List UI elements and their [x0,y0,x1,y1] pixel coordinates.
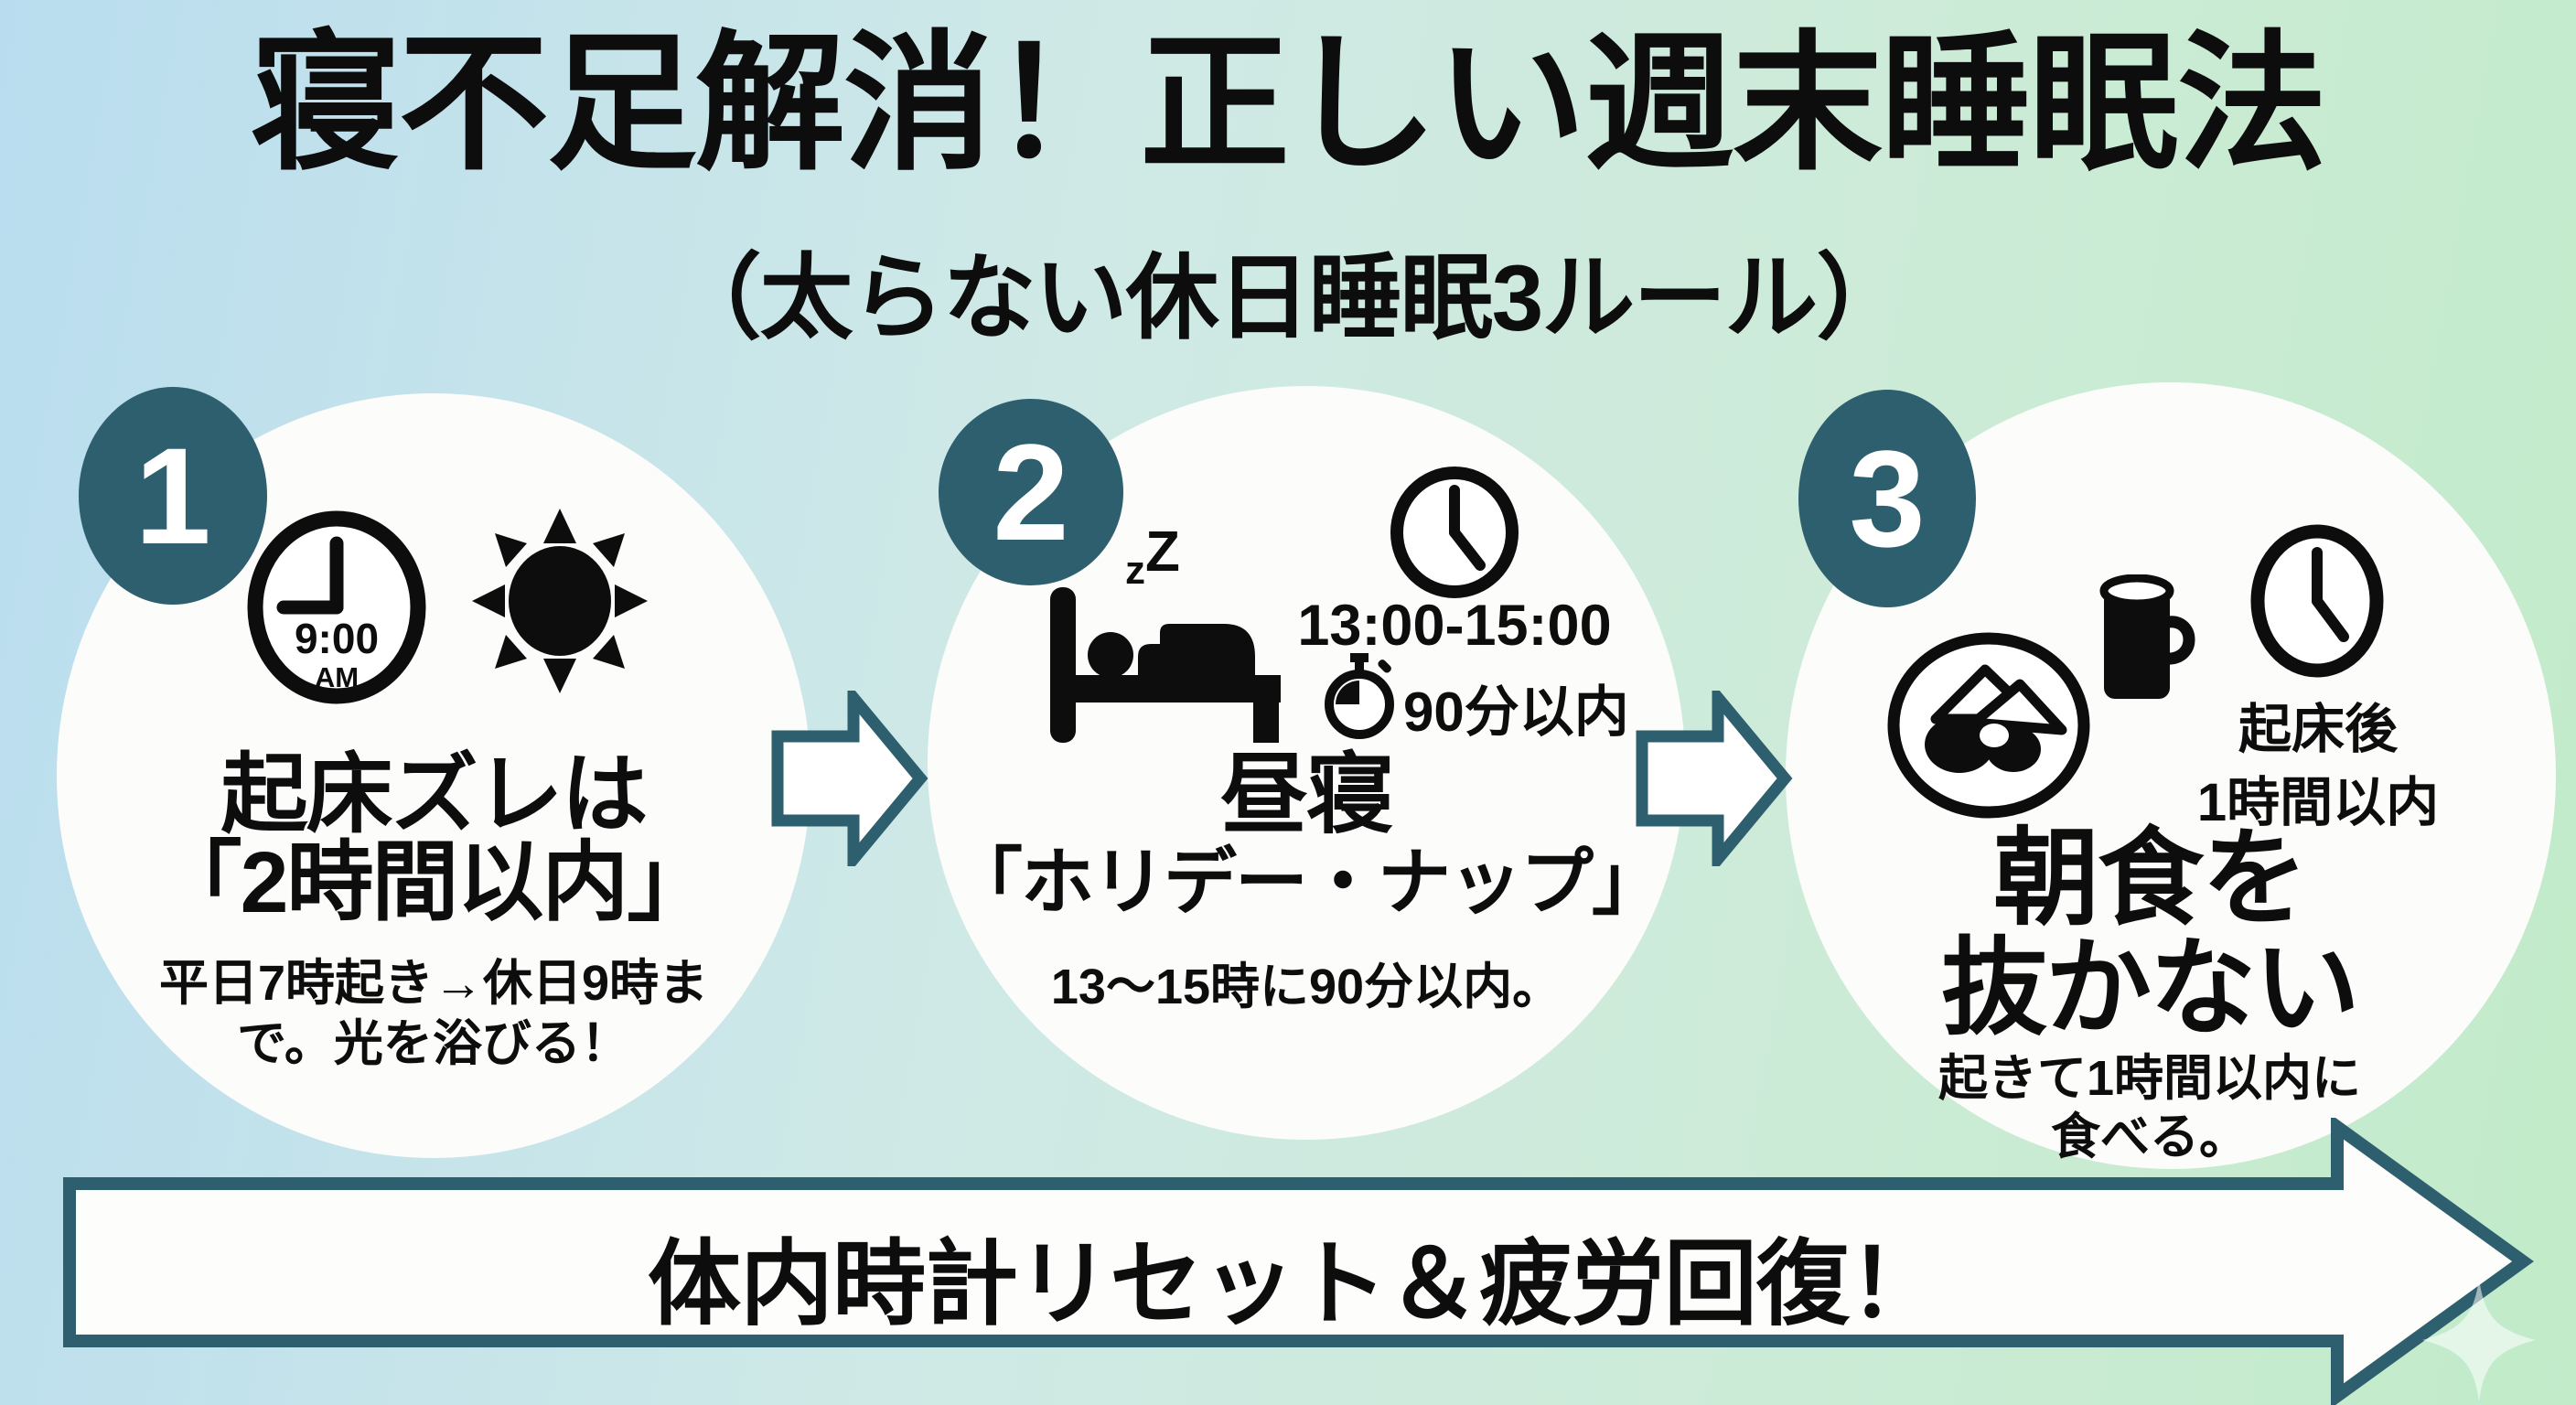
step2-heading-line1: 昼寝 [1220,746,1394,844]
step2-number: 2 [993,414,1069,569]
mug-icon [2099,574,2195,699]
step3-number: 3 [1849,421,1926,575]
step3-number-badge: 3 [1798,390,1976,607]
step1-number-badge: 1 [79,387,267,605]
sparkle-icon [2422,1279,2536,1401]
step1-note-line1: 平日7時起き→休日9時ま [158,956,709,1011]
zzz-large: Z [1145,520,1180,584]
footer-banner-arrow [63,1118,2534,1405]
step3-clock-caption-line1: 起床後 [2238,700,2398,759]
step3-heading-line2: 抜かない [1941,928,2360,1047]
step2-heading-line2: 「ホリデー・ナップ」 [950,842,1665,923]
step1-heading-line2: 「2時間以内」 [155,834,714,931]
step3-note-line1: 起きて1時間以内に [1937,1051,2362,1106]
clock-icon [2250,524,2384,678]
clock-ampm-label: AM [315,661,359,693]
step3-heading-line1: 朝食を [1993,819,2308,938]
step3-clock-caption-line2: 1時間以内 [2196,773,2440,832]
step2-number-badge: 2 [939,399,1123,585]
step1-number: 1 [134,418,211,573]
zzz-small: z [1125,548,1145,593]
page-title: 寝不足解消！正しい週末睡眠法 [250,20,2327,188]
step1-note-line2: で。光を浴びる！ [237,1016,630,1071]
zzz-sleep-text: zZ [1125,520,1235,593]
nap-time-range: 13:00-15:00 [1297,594,1612,658]
sun-icon [472,509,648,693]
clock-icon [1390,467,1519,598]
clock-time-label: 9:00 [295,615,379,662]
clock-9am-icon: 9:00 AM [247,510,426,704]
nap-duration: 90分以内 [1403,681,1629,743]
bed-sleeping-person-icon [1050,587,1281,743]
breakfast-plate-icon [1887,632,2090,819]
stopwatch-icon [1325,653,1394,739]
right-arrow-icon [1636,691,1793,866]
footer-message: 体内時計リセット＆疲労回復！ [648,1232,1942,1336]
step1-heading-line1: 起床ズレは [220,746,648,843]
step3-note-line2: 食べる。 [2051,1110,2249,1164]
step2-note-line1: 13〜15時に90分以内。 [1050,960,1562,1014]
right-arrow-icon [771,691,928,866]
page-subtitle: （太らない休日睡眠3ルール） [668,246,1910,350]
